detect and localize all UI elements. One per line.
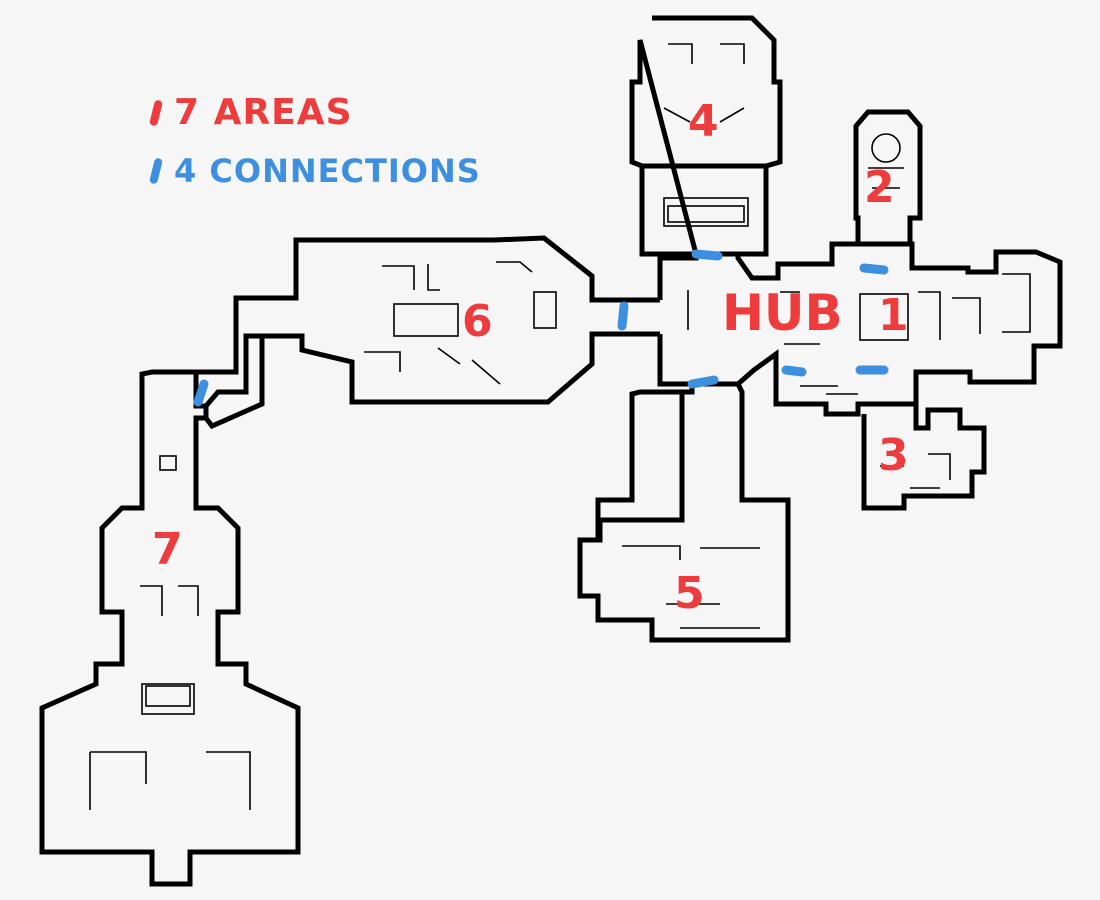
connection-6-hub	[617, 301, 629, 331]
connection-hub-1a	[859, 263, 889, 275]
connection-hub-3	[781, 365, 807, 377]
area-label-3: 3	[878, 430, 909, 481]
area-5-walls	[577, 382, 791, 643]
legend-areas: 7 AREAS	[148, 92, 353, 133]
connection-color-swatch	[148, 157, 164, 185]
area-2-walls	[853, 109, 923, 247]
area-label-4: 4	[688, 96, 719, 147]
connections	[193, 249, 889, 407]
connection-7-6	[193, 379, 209, 407]
legend-areas-text: 7 AREAS	[174, 92, 353, 133]
connection-hub-4	[691, 249, 723, 261]
area-label-7: 7	[152, 524, 183, 575]
area-label-1: 1	[878, 290, 909, 341]
corridor-7-6-walls	[196, 235, 660, 405]
hub-walls	[657, 241, 1063, 417]
interior-details	[89, 43, 1031, 810]
area-color-swatch	[148, 98, 164, 127]
area-label-6: 6	[462, 296, 493, 347]
legend-connections: 4 CONNECTIONS	[148, 152, 481, 190]
area-label-hub: HUB	[722, 284, 843, 342]
area-label-5: 5	[674, 568, 705, 619]
area-7-walls	[39, 333, 301, 887]
area-label-2: 2	[864, 162, 895, 213]
connection-hub-5	[687, 375, 719, 389]
area-4-walls	[629, 15, 783, 257]
legend-connections-text: 4 CONNECTIONS	[174, 152, 481, 190]
area-3-walls	[861, 404, 987, 511]
